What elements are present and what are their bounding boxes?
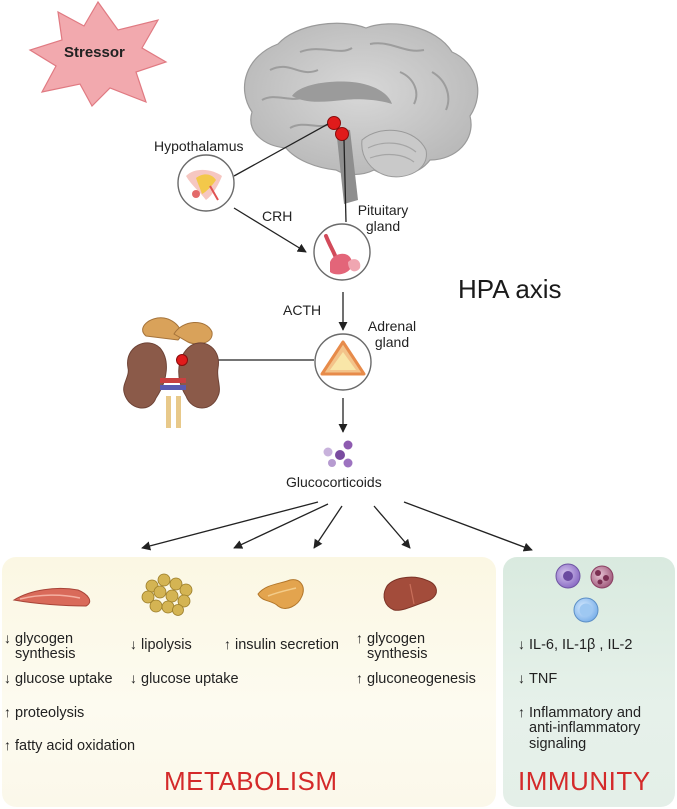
immune-effect-signaling-line2: anti-inflammatory (529, 720, 641, 736)
down-arrow-icon: ↓ (130, 670, 137, 686)
down-arrow-icon: ↓ (4, 630, 11, 646)
hypothalamus-icon (177, 154, 235, 212)
adrenal-label-line2: gland (374, 334, 410, 350)
pituitary-connector (343, 139, 347, 223)
arrow-to-liver (373, 505, 411, 549)
arrow-to-adipose (233, 503, 329, 549)
muscle-effect-glycogen-line2: synthesis (15, 646, 76, 662)
molecules-icon (323, 440, 353, 468)
adrenal-label-line1: Adrenal (367, 318, 417, 334)
up-arrow-icon: ↑ (224, 636, 231, 652)
muscle-icon (12, 587, 91, 607)
down-arrow-icon: ↓ (518, 670, 525, 686)
adipose-effect-lipolysis: ↓lipolysis (130, 636, 192, 653)
brain-icon (243, 22, 479, 204)
adrenal-icon (314, 333, 372, 391)
pituitary-icon (313, 223, 371, 281)
immune-effect-signaling-line3: signaling (529, 736, 587, 752)
adipose-icon (141, 573, 193, 616)
muscle-effect-fatty-acid: ↑fatty acid oxidation (4, 737, 136, 754)
muscle-effect-proteolysis: ↑proteolysis (4, 704, 85, 721)
stressor-star-icon (28, 0, 168, 107)
hypothalamus-label: Hypothalamus (154, 138, 244, 154)
immunity-title: IMMUNITY (518, 766, 651, 796)
hpa-axis-title: HPA axis (458, 274, 562, 304)
up-arrow-icon: ↑ (4, 737, 11, 753)
pituitary-label-line1: Pituitary (357, 202, 409, 218)
up-arrow-icon: ↑ (4, 704, 11, 720)
arrow-to-pancreas (313, 505, 343, 549)
liver-icon (383, 576, 437, 611)
pancreas-effect-insulin: ↑insulin secretion (224, 636, 339, 653)
adipose-effect-glucose-uptake: ↓glucose uptake (130, 670, 239, 687)
kidneys-icon (123, 317, 220, 428)
hypothalamus-connector (233, 123, 329, 177)
liver-effect-glycogen-line2: synthesis (367, 646, 428, 662)
liver-effect-gluconeogenesis: ↑gluconeogenesis (356, 670, 476, 687)
liver-effect-glycogen: ↑glycogen (356, 630, 426, 647)
immune-effect-tnf: ↓TNF (518, 670, 558, 687)
immune-cells-icon (555, 563, 614, 623)
immune-effect-signaling: ↑Inflammatory and (518, 704, 642, 721)
muscle-effect-glucose-uptake: ↓glucose uptake (4, 670, 113, 687)
metabolism-title: METABOLISM (164, 766, 338, 796)
pancreas-icon (257, 579, 304, 609)
arrow-to-immune (403, 501, 533, 552)
acth-label: ACTH (283, 302, 322, 318)
crh-label: CRH (262, 208, 293, 224)
down-arrow-icon: ↓ (4, 670, 11, 686)
up-arrow-icon: ↑ (356, 630, 363, 646)
down-arrow-icon: ↓ (518, 636, 525, 652)
glucocorticoids-label: Glucocorticoids (286, 474, 382, 490)
muscle-effect-glycogen: ↓glycogen (4, 630, 74, 647)
stressor-label: Stressor (64, 44, 125, 61)
up-arrow-icon: ↑ (356, 670, 363, 686)
arrow-to-muscle (141, 501, 319, 551)
immune-effect-interleukins: ↓IL-6, IL-1β , IL-2 (518, 636, 633, 653)
crh-arrow (233, 207, 307, 253)
up-arrow-icon: ↑ (518, 704, 525, 720)
pituitary-label-line2: gland (365, 218, 401, 234)
down-arrow-icon: ↓ (130, 636, 137, 652)
